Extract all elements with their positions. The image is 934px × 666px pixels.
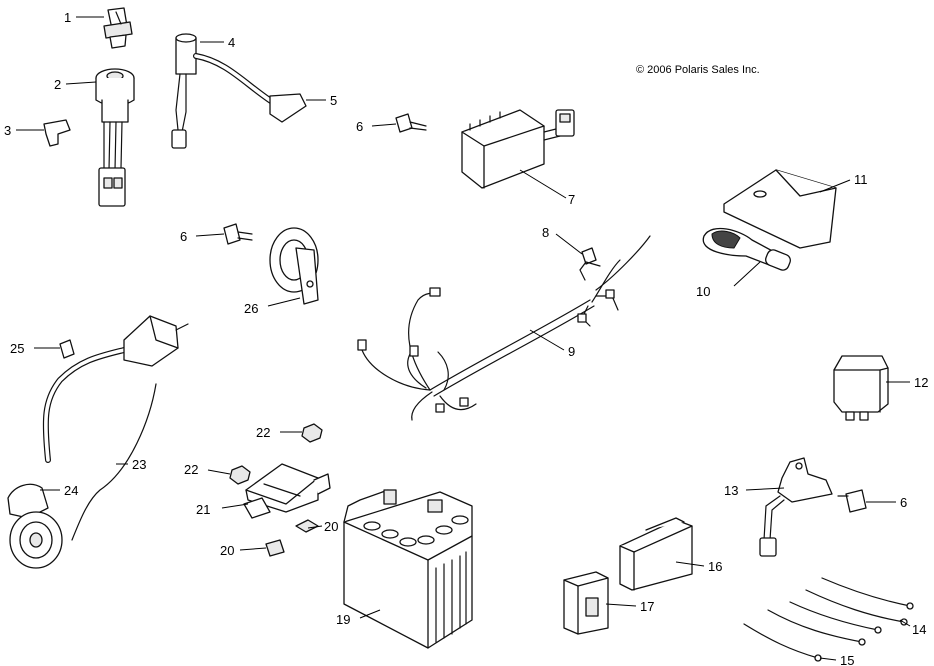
callout-4: 4: [228, 35, 235, 50]
part-screw-mid: [223, 223, 253, 245]
callout-14: 14: [912, 622, 926, 637]
callout-2: 2: [54, 77, 61, 92]
part-sensor-bracket: [759, 457, 833, 557]
callout-6-top: 6: [356, 119, 363, 134]
part-small-box: [563, 571, 609, 635]
callout-15: 15: [840, 653, 854, 666]
callout-17: 17: [640, 599, 654, 614]
callout-7: 7: [568, 192, 575, 207]
part-battery: [343, 489, 473, 649]
callout-20-left: 20: [220, 543, 234, 558]
callout-22-left: 22: [184, 462, 198, 477]
callout-25: 25: [10, 341, 24, 356]
part-module-box: [619, 517, 693, 591]
callout-6-mid: 6: [180, 229, 187, 244]
part-pulley: [7, 483, 63, 569]
part-cable: [71, 383, 157, 541]
callout-3: 3: [4, 123, 11, 138]
part-nut-a: [301, 423, 323, 443]
part-fuse-holder: [702, 227, 791, 271]
part-cover: [723, 169, 837, 249]
part-lead: [743, 623, 822, 662]
part-key: [103, 7, 133, 49]
part-screw-top: [395, 113, 427, 133]
leader-lines: [16, 16, 911, 661]
part-screw-right: [837, 489, 867, 513]
part-ignition-switch: [95, 68, 135, 207]
part-clip: [43, 119, 71, 147]
callout-16: 16: [708, 559, 722, 574]
part-wire-leads: [767, 577, 914, 646]
part-nut-b: [229, 465, 251, 485]
callout-1: 1: [64, 10, 71, 25]
part-main-harness: [357, 235, 651, 421]
callout-11: 11: [854, 172, 868, 187]
callout-5: 5: [330, 93, 337, 108]
callout-9: 9: [568, 344, 575, 359]
callout-12: 12: [914, 375, 928, 390]
callout-21: 21: [196, 502, 210, 517]
part-hold-down: [243, 463, 331, 519]
part-relay: [833, 355, 889, 421]
callout-20-right: 20: [324, 519, 338, 534]
callout-22-top: 22: [256, 425, 270, 440]
callout-6-right: 6: [900, 495, 907, 510]
part-regulator: [461, 109, 575, 189]
part-pad-b: [295, 519, 319, 533]
part-cap: [581, 247, 597, 265]
callout-8: 8: [542, 225, 549, 240]
copyright-text: © 2006 Polaris Sales Inc.: [636, 64, 760, 76]
callout-24: 24: [64, 483, 78, 498]
callout-23: 23: [132, 457, 146, 472]
callout-26: 26: [244, 301, 258, 316]
part-sensor-harness: [171, 33, 307, 149]
part-horn: [269, 227, 319, 305]
callout-10: 10: [696, 284, 710, 299]
part-tube-assembly: [42, 315, 189, 463]
callout-19: 19: [336, 612, 350, 627]
part-pad-a: [265, 539, 285, 557]
callout-13: 13: [724, 483, 738, 498]
